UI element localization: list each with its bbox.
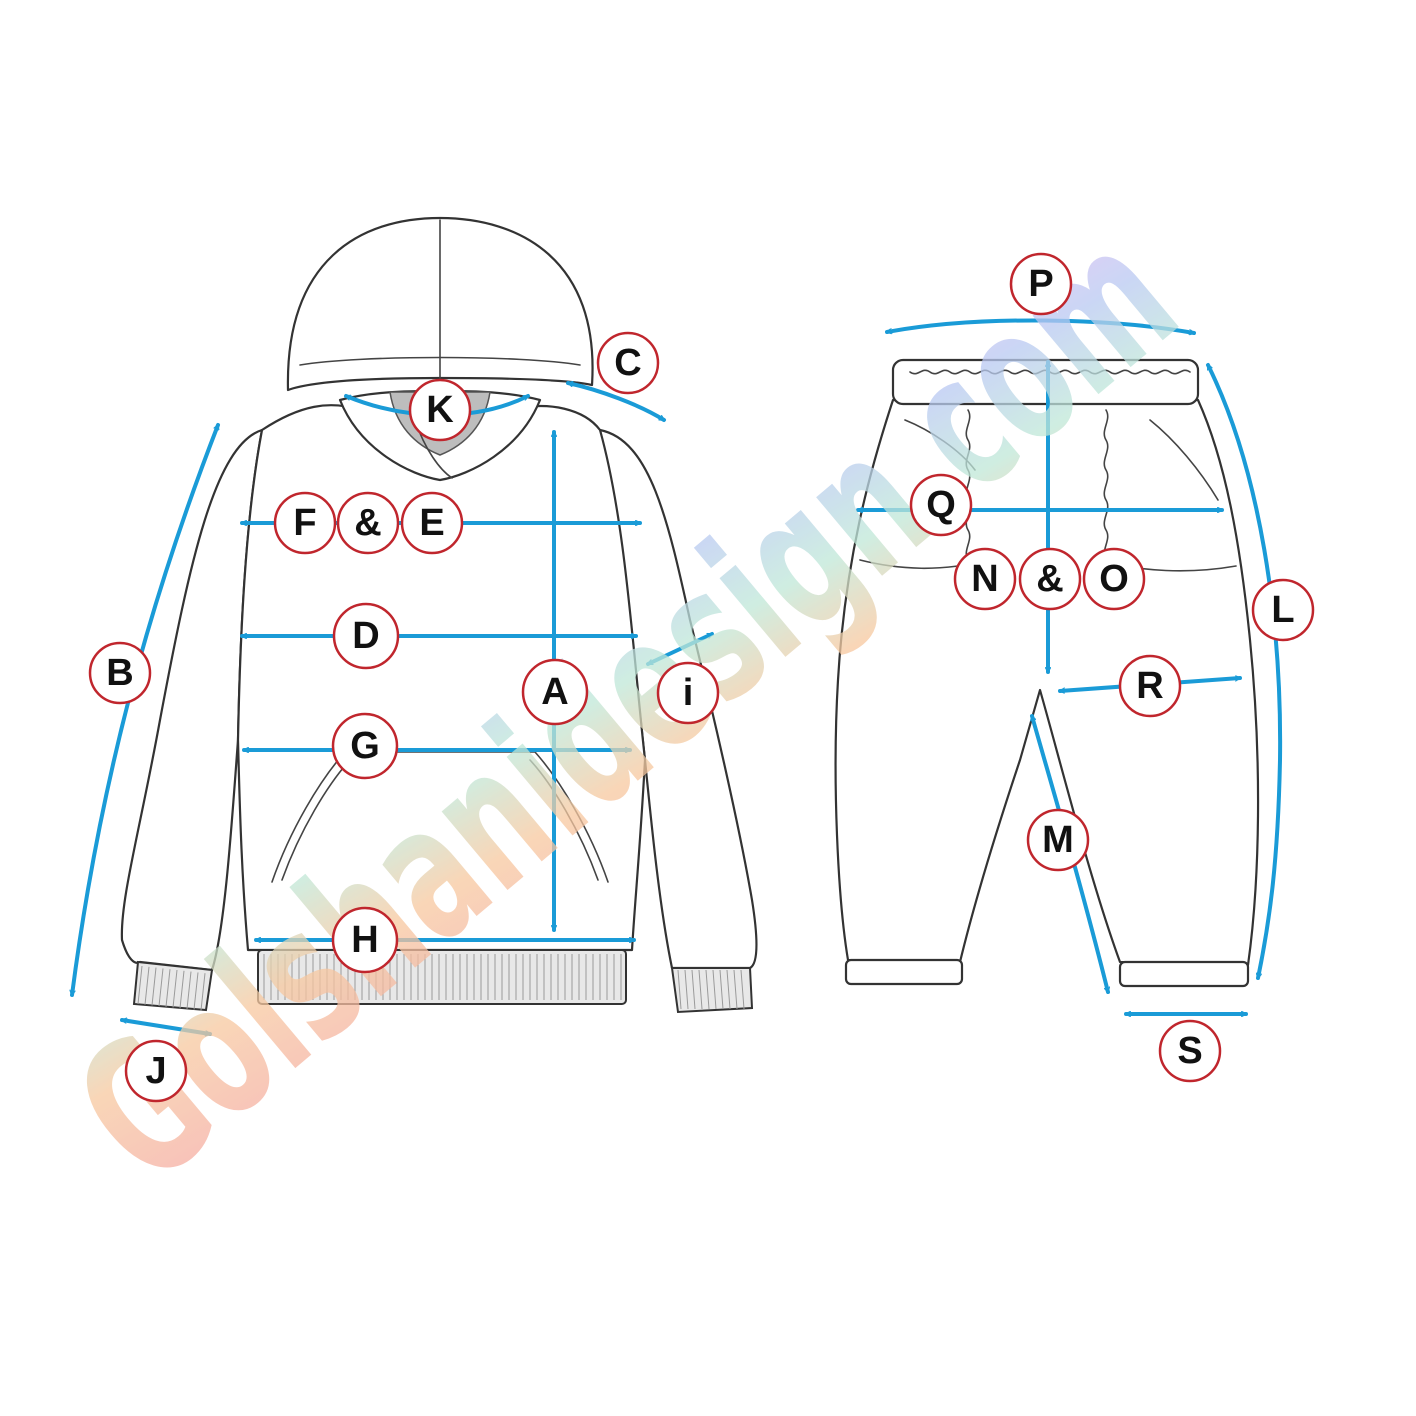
label-amp-fe-badge: &	[336, 491, 400, 555]
label-n-badge: N	[953, 547, 1017, 611]
pants-right-ankle-cuff	[1118, 960, 1250, 988]
measurement-labels: A B C D F & E G H i J K P Q N & O L R M …	[88, 252, 1315, 1103]
rib-stripe	[705, 969, 710, 1010]
rib-stripe	[726, 969, 731, 1010]
label-m-badge: M	[1026, 808, 1090, 872]
label-s-badge: S	[1158, 1019, 1222, 1083]
svg-text:K: K	[426, 389, 454, 431]
svg-text:M: M	[1042, 819, 1074, 861]
label-amp-no-badge: &	[1018, 547, 1082, 611]
svg-text:H: H	[351, 919, 378, 961]
hoodie-right-cuff	[670, 967, 754, 1014]
label-q-badge: Q	[909, 473, 973, 537]
arrow-j-cuff	[120, 1020, 212, 1034]
label-r-badge: R	[1118, 654, 1182, 718]
arrow-i-sleeve-width	[646, 632, 714, 666]
svg-text:F: F	[293, 502, 316, 544]
label-f-badge: F	[273, 491, 337, 555]
svg-text:B: B	[106, 652, 133, 694]
rib-stripe	[698, 969, 703, 1010]
svg-text:C: C	[614, 342, 641, 384]
label-b-badge: B	[88, 641, 152, 705]
rib-stripe	[684, 969, 689, 1010]
label-l-badge: L	[1251, 578, 1315, 642]
arrow-l-outseam	[1206, 363, 1283, 980]
svg-text:S: S	[1177, 1030, 1202, 1072]
rib-stripe	[712, 969, 717, 1010]
svg-text:D: D	[352, 615, 379, 657]
svg-text:J: J	[145, 1050, 166, 1092]
measurement-arrows	[72, 318, 1283, 1034]
label-i-badge: i	[656, 661, 720, 725]
rib-stripe	[733, 969, 738, 1010]
svg-text:A: A	[541, 671, 568, 713]
label-a-badge: A	[521, 658, 589, 726]
rib-stripe	[677, 969, 682, 1010]
svg-text:&: &	[1036, 558, 1063, 600]
svg-text:O: O	[1099, 558, 1129, 600]
label-g-badge: G	[331, 712, 399, 780]
svg-text:i: i	[683, 672, 694, 714]
svg-text:Q: Q	[926, 484, 956, 526]
svg-text:G: G	[350, 725, 380, 767]
pants-left-ankle-cuff	[844, 958, 964, 986]
arrow-c-shoulder	[566, 383, 666, 422]
svg-text:P: P	[1028, 263, 1053, 305]
label-p-badge: P	[1009, 252, 1073, 316]
svg-text:E: E	[419, 502, 444, 544]
label-k-badge: K	[408, 378, 472, 442]
label-h-badge: H	[331, 906, 399, 974]
svg-text:N: N	[971, 558, 998, 600]
arrow-p-waistband	[885, 318, 1196, 333]
rib-stripe	[691, 969, 696, 1010]
hoodie-drawing	[120, 216, 758, 1014]
svg-text:R: R	[1136, 665, 1163, 707]
svg-text:&: &	[354, 502, 381, 544]
label-j-badge: J	[124, 1039, 188, 1103]
rib-stripe	[740, 969, 745, 1010]
label-d-badge: D	[332, 602, 400, 670]
label-e-badge: E	[400, 491, 464, 555]
rib-stripe	[719, 969, 724, 1010]
svg-text:L: L	[1271, 589, 1294, 631]
label-c-badge: C	[596, 331, 660, 395]
label-o-badge: O	[1082, 547, 1146, 611]
